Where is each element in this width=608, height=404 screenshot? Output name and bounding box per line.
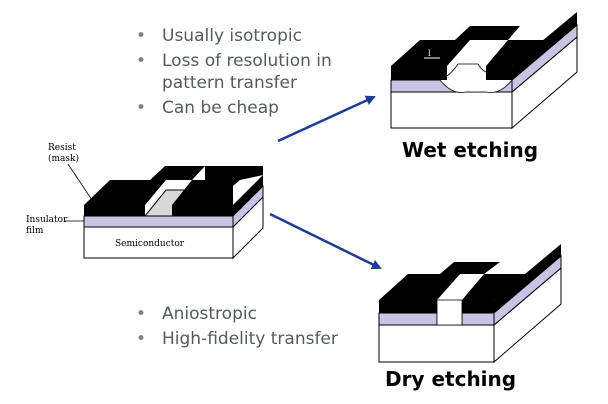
dry-resist-left bbox=[379, 300, 437, 313]
dry-etching-caption: Dry etching bbox=[385, 367, 517, 391]
wet-etched-wafer: l bbox=[390, 12, 578, 130]
wet-bullet-2: Loss of resolution in bbox=[136, 50, 332, 72]
dry-trench bbox=[436, 299, 463, 326]
wet-resist-back bbox=[455, 26, 520, 40]
insulator-label: Insulator bbox=[26, 215, 68, 225]
dry-resist-side bbox=[494, 244, 561, 313]
wet-semiconductor-front bbox=[390, 91, 513, 129]
resist-label: Resist bbox=[48, 143, 76, 153]
film-label: film bbox=[26, 226, 44, 236]
wet-resist-side bbox=[512, 12, 577, 80]
initial-wafer bbox=[83, 166, 264, 260]
initial-resist-right-top bbox=[172, 180, 240, 205]
dry-bullet-1: Aniostropic bbox=[136, 303, 338, 325]
dry-resist-right bbox=[462, 300, 494, 313]
initial-resist-top-right bbox=[205, 166, 263, 180]
wet-etching-caption: Wet etching bbox=[402, 138, 539, 162]
wet-resist-right-top bbox=[486, 40, 550, 66]
dry-insulator-right bbox=[461, 312, 495, 326]
mask-label: (mask) bbox=[48, 153, 79, 164]
dry-etched-wafer bbox=[378, 244, 562, 364]
resist-leader bbox=[67, 163, 93, 201]
wet-etching-bullets: Usually isotropic Loss of resolution in … bbox=[136, 25, 332, 122]
wet-resist-left bbox=[391, 66, 447, 80]
initial-resist-right bbox=[172, 205, 233, 216]
initial-resist-left bbox=[84, 205, 145, 216]
dry-resist-back bbox=[440, 262, 500, 274]
wet-bullet-3: Can be cheap bbox=[136, 97, 332, 119]
arrow-to-wet bbox=[277, 95, 376, 143]
initial-insulator-front bbox=[83, 215, 234, 228]
semiconductor-label: Semiconductor bbox=[115, 239, 185, 249]
dry-semiconductor-front bbox=[378, 324, 495, 363]
wet-dimension-label: l bbox=[428, 49, 431, 58]
dry-etching-bullets: Aniostropic High-fidelity transfer bbox=[136, 303, 338, 353]
dry-insulator-side bbox=[493, 254, 562, 327]
dry-insulator-left bbox=[378, 312, 438, 326]
dry-bullet-2: High-fidelity transfer bbox=[136, 328, 338, 350]
wet-bullet-2-cont: pattern transfer bbox=[162, 73, 298, 93]
wet-resist-left-top bbox=[391, 40, 470, 66]
initial-resist-side bbox=[233, 175, 263, 216]
initial-resist-back bbox=[150, 166, 205, 180]
dry-resist-left-top bbox=[379, 274, 460, 300]
wet-bullet-1: Usually isotropic bbox=[136, 25, 332, 47]
initial-resist-left-top bbox=[84, 180, 166, 205]
wet-resist-right bbox=[486, 66, 512, 80]
arrow-to-dry bbox=[269, 212, 382, 270]
dry-resist-right-top bbox=[462, 274, 530, 300]
